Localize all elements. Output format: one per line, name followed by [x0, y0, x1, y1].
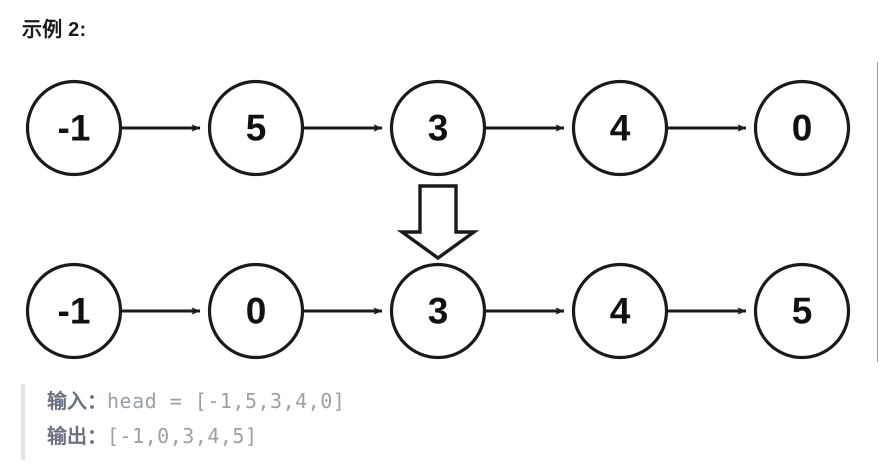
- node-output-0: -1: [25, 262, 123, 360]
- io-output-code-value: [-1,0,3,4,5]: [107, 424, 258, 448]
- output-linked-list-row: -1 0 3 4: [25, 262, 851, 360]
- node-value: 5: [246, 108, 267, 149]
- node-value: 3: [428, 108, 449, 149]
- node-value: 0: [792, 108, 813, 149]
- node-value: 5: [792, 291, 813, 332]
- node-input-0: -1: [25, 79, 123, 177]
- linked-list-diagram: -1 5 3 4: [0, 62, 882, 372]
- transform-down-arrow-icon: [396, 184, 480, 261]
- down-arrow-shape: [396, 184, 480, 261]
- node-output-3: 4: [571, 262, 669, 360]
- node-circle: [389, 79, 487, 177]
- node-circle: [389, 262, 487, 360]
- io-input-code-value: [-1,5,3,4,0]: [194, 389, 346, 413]
- node-input-2: 3: [389, 79, 487, 177]
- node-input-1: 5: [207, 79, 305, 177]
- node-value: -1: [58, 108, 91, 149]
- node-input-3: 4: [571, 79, 669, 177]
- page-title: 示例 2:: [22, 19, 87, 41]
- node-output-4: 5: [753, 262, 851, 360]
- node-circle: [571, 79, 669, 177]
- node-value: 0: [246, 291, 267, 332]
- io-output-line: 输出：[-1,0,3,4,5]: [47, 419, 345, 454]
- diagram-canvas: -1 5 3 4: [25, 79, 851, 360]
- io-input-code-prefix: head =: [107, 389, 195, 413]
- node-circle: [753, 79, 851, 177]
- node-circle: [25, 79, 123, 177]
- node-circle: [207, 79, 305, 177]
- node-value: -1: [58, 291, 91, 332]
- node-value: 4: [610, 108, 631, 149]
- node-circle: [571, 262, 669, 360]
- node-value: 4: [610, 291, 631, 332]
- io-output-label: 输出：: [47, 426, 107, 448]
- io-example-block: 输入：head = [-1,5,3,4,0] 输出：[-1,0,3,4,5]: [21, 384, 345, 460]
- node-circle: [753, 262, 851, 360]
- node-input-4: 0: [753, 79, 851, 177]
- input-linked-list-row: -1 5 3 4: [25, 79, 851, 177]
- node-circle: [25, 262, 123, 360]
- node-circle: [207, 262, 305, 360]
- node-value: 3: [428, 291, 449, 332]
- io-input-line: 输入：head = [-1,5,3,4,0]: [47, 384, 345, 419]
- right-edge-rule: [877, 62, 878, 362]
- node-output-2: 3: [389, 262, 487, 360]
- io-input-label: 输入：: [47, 391, 107, 413]
- node-output-1: 0: [207, 262, 305, 360]
